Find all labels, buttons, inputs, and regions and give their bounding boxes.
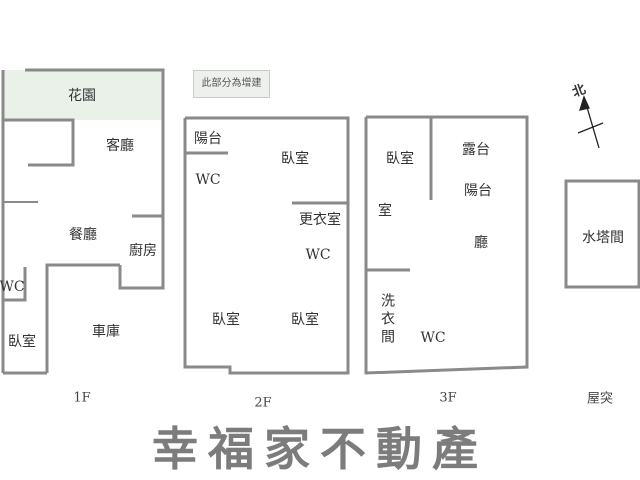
room-wc: WC (305, 247, 331, 263)
room-garden: 花園 (68, 88, 96, 104)
room-terrace: 露台 (462, 142, 490, 158)
room-balcony: 陽台 (194, 131, 222, 147)
floor-label-roof: 屋突 (586, 391, 614, 407)
room-bedroom: 臥室 (281, 151, 309, 167)
room-hall: 廳 (474, 235, 488, 251)
room-closet: 更衣室 (299, 212, 341, 228)
1f-wall (3, 118, 75, 167)
room-laundry: 洗衣間 (379, 293, 395, 347)
room-wc: WC (195, 172, 221, 188)
north-arrow-icon (577, 95, 604, 149)
floor-label-1f: 1F (73, 390, 91, 406)
room-room: 室 (378, 203, 392, 219)
2f-wall (183, 116, 350, 375)
room-bedroom: 臥室 (8, 334, 36, 350)
floor-label-3f: 3F (439, 390, 457, 406)
room-wc: WC (0, 279, 25, 295)
1f-wall (25, 68, 165, 290)
garden-area (3, 70, 163, 120)
room-dining: 餐廳 (69, 227, 97, 243)
floor-label-2f: 2F (254, 395, 272, 411)
3f-wall (364, 115, 529, 375)
1f-wall (45, 263, 120, 373)
room-water-tower: 水塔間 (582, 230, 624, 246)
room-wc: WC (420, 330, 446, 346)
watermark: 幸福家不動產 (152, 422, 488, 476)
addition-note: 此部分為增建 (193, 70, 270, 98)
room-living: 客廳 (106, 138, 134, 154)
room-balcony: 陽台 (464, 183, 492, 199)
water-tower-wall (564, 179, 640, 289)
1f-wall (3, 267, 27, 302)
room-bedroom: 臥室 (386, 151, 414, 167)
room-garage: 車庫 (92, 324, 120, 340)
room-bedroom: 臥室 (291, 312, 319, 328)
room-kitchen: 廚房 (129, 243, 157, 259)
room-bedroom: 臥室 (212, 312, 240, 328)
